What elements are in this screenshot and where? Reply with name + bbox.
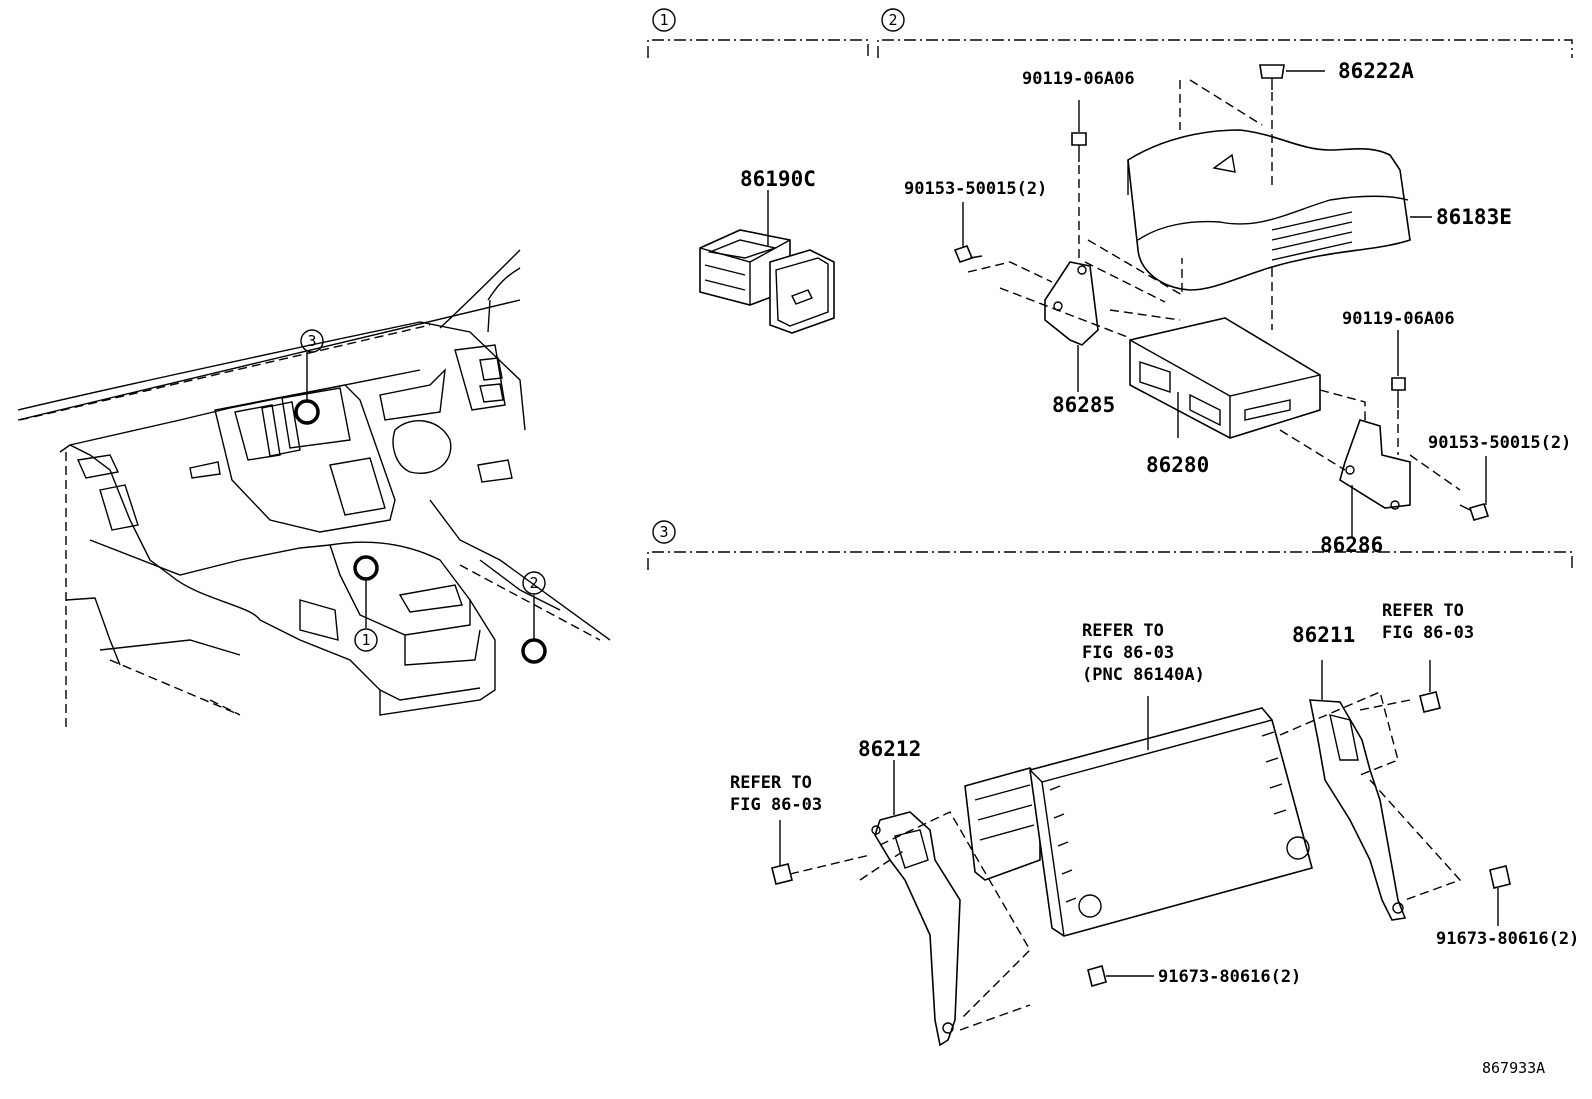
part-86280-label: 86280 xyxy=(1146,453,1209,477)
reference-center-line-3: (PNC 86140A) xyxy=(1082,665,1205,685)
reference-center: REFER TO FIG 86-03 (PNC 86140A) xyxy=(1082,621,1205,685)
reference-right-line-2: FIG 86-03 xyxy=(1382,623,1474,643)
part-90153-50015-right-label: 90153-50015(2) xyxy=(1428,433,1571,453)
part-90153-50015-left-label: 90153-50015(2) xyxy=(904,179,1047,199)
locator-spot-1 xyxy=(353,555,379,581)
reference-left-line-2: FIG 86-03 xyxy=(730,795,822,815)
section-3-index: 3 xyxy=(659,523,668,541)
part-86222A-label: 86222A xyxy=(1338,59,1414,83)
reference-left-line-1: REFER TO xyxy=(730,773,812,793)
display-assembly-illustration xyxy=(771,660,1511,1047)
part-86286-label: 86286 xyxy=(1320,533,1383,557)
part-86211-label: 86211 xyxy=(1292,623,1355,647)
locator-spot-3 xyxy=(294,399,320,425)
part-86212-label: 86212 xyxy=(858,737,921,761)
part-86190C-label: 86190C xyxy=(740,167,816,191)
locator-callout-2: 2 xyxy=(529,574,538,592)
section-3-header: 3 xyxy=(647,520,1573,570)
part-90119-06A06-top-label: 90119-06A06 xyxy=(1022,69,1135,89)
locator-callout-1: 1 xyxy=(361,631,370,649)
locator-spot-2 xyxy=(521,638,547,664)
reference-center-line-1: REFER TO xyxy=(1082,621,1164,641)
part-91673-80616-bottom-label: 91673-80616(2) xyxy=(1158,967,1301,987)
reference-right-line-1: REFER TO xyxy=(1382,601,1464,621)
reference-center-line-2: FIG 86-03 xyxy=(1082,643,1174,663)
part-90119-06A06-right-label: 90119-06A06 xyxy=(1342,309,1455,329)
reference-right: REFER TO FIG 86-03 xyxy=(1382,601,1474,643)
locator-callout-3: 3 xyxy=(307,332,316,350)
section-2-header: 2 xyxy=(877,8,1573,58)
usb-port-illustration xyxy=(699,190,835,334)
dashboard-locator-illustration: 3 1 2 xyxy=(17,249,611,730)
section-1-index: 1 xyxy=(659,11,668,29)
reference-left: REFER TO FIG 86-03 xyxy=(730,773,822,815)
section-1-header: 1 xyxy=(647,8,869,58)
part-86285-label: 86285 xyxy=(1052,393,1115,417)
control-unit-illustration xyxy=(953,64,1490,538)
part-91673-80616-right-label: 91673-80616(2) xyxy=(1436,929,1579,949)
figure-number: 867933A xyxy=(1482,1059,1545,1077)
section-2-index: 2 xyxy=(888,11,897,29)
part-86183E-label: 86183E xyxy=(1436,205,1512,229)
